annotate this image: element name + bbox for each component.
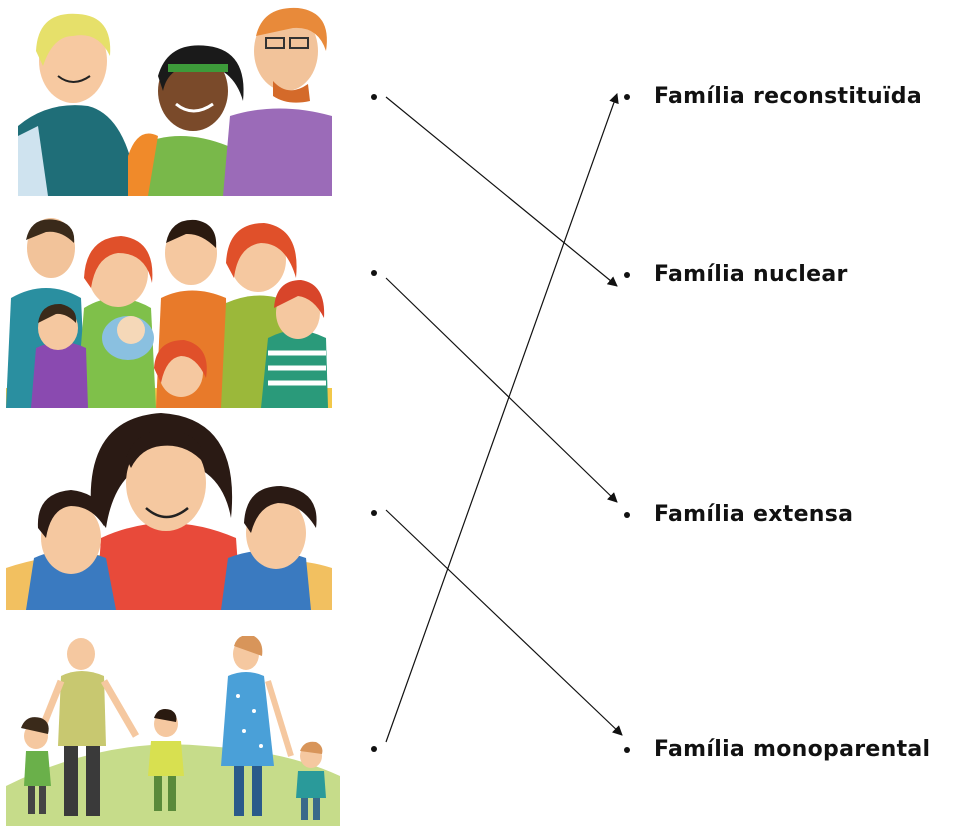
label-row-3[interactable]: Família extensa [624,502,853,527]
illustration-family-walking [6,636,340,826]
illustration-large-family [6,218,332,408]
label-familia-nuclear: Família nuclear [654,262,848,287]
label-row-1[interactable]: Família reconstituïda [624,84,922,109]
arrow-4-to-1 [385,93,619,743]
arrow-3-to-4 [385,509,623,736]
right-bullet-4 [624,746,630,753]
right-bullet-2 [624,271,630,278]
label-row-4[interactable]: Família monoparental [624,737,930,762]
left-bullet-4[interactable] [371,746,377,752]
left-bullet-2[interactable] [371,270,377,276]
illustration-three-people [18,6,332,196]
right-bullet-1 [624,93,630,100]
arrow-2-to-3 [385,277,618,503]
left-bullet-3[interactable] [371,510,377,516]
left-bullet-1[interactable] [371,94,377,100]
illustration-mother-two-sons [6,408,332,610]
right-bullet-3 [624,511,630,518]
arrow-1-to-2 [385,96,618,287]
label-familia-monoparental: Família monoparental [654,737,931,762]
label-row-2[interactable]: Família nuclear [624,262,848,287]
label-familia-reconstituida: Família reconstituïda [654,84,922,109]
label-familia-extensa: Família extensa [654,502,854,527]
